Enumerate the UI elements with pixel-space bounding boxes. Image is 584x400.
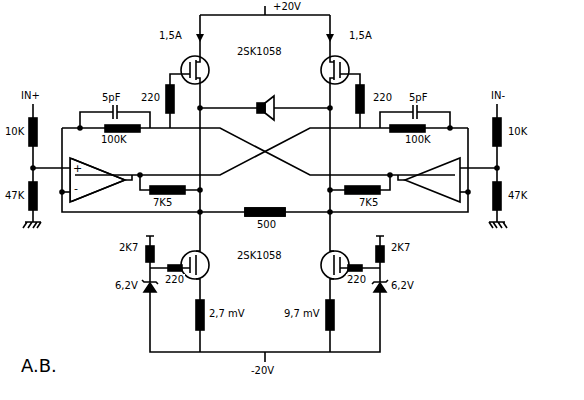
input-sign: +	[73, 163, 82, 175]
component-label: 100K	[100, 134, 128, 146]
component-label: -20V	[250, 365, 275, 377]
component-label: 5pF	[408, 92, 428, 104]
component-label: 220	[372, 92, 393, 104]
op-amp: +-	[70, 158, 125, 202]
component-label: 2,7 mV	[208, 308, 246, 320]
component-label: 7K5	[358, 197, 379, 209]
component-label: 6,2V	[390, 280, 415, 292]
component-label: +20V	[272, 1, 302, 13]
input-sign: -	[74, 183, 78, 195]
component-label: 2SK1058	[236, 46, 283, 58]
component-label: 47K	[507, 190, 528, 202]
component-label: 2K7	[390, 242, 411, 254]
op-amp-triangle	[70, 158, 125, 202]
component-label: 5pF	[101, 92, 121, 104]
component-label: A.B.	[20, 356, 58, 376]
component-label: 7K5	[152, 197, 173, 209]
component-label: 500	[256, 219, 277, 231]
component-label: IN-	[490, 90, 506, 102]
component-label: 10K	[4, 126, 25, 138]
component-label: 220	[140, 92, 161, 104]
component-label: 220	[164, 274, 185, 286]
component-label: 2K7	[118, 242, 139, 254]
component-label: 1,5A	[158, 30, 183, 42]
component-label: 47K	[4, 190, 25, 202]
component-label: 6,2V	[114, 280, 139, 292]
component-label: 1,5A	[348, 30, 373, 42]
component-label: 220	[346, 274, 367, 286]
component-label: 9,7 mV	[283, 308, 321, 320]
component-label: 10K	[507, 126, 528, 138]
component-label: 2SK1058	[236, 250, 283, 262]
component-label: IN+	[20, 90, 41, 102]
component-label: 100K	[404, 134, 432, 146]
